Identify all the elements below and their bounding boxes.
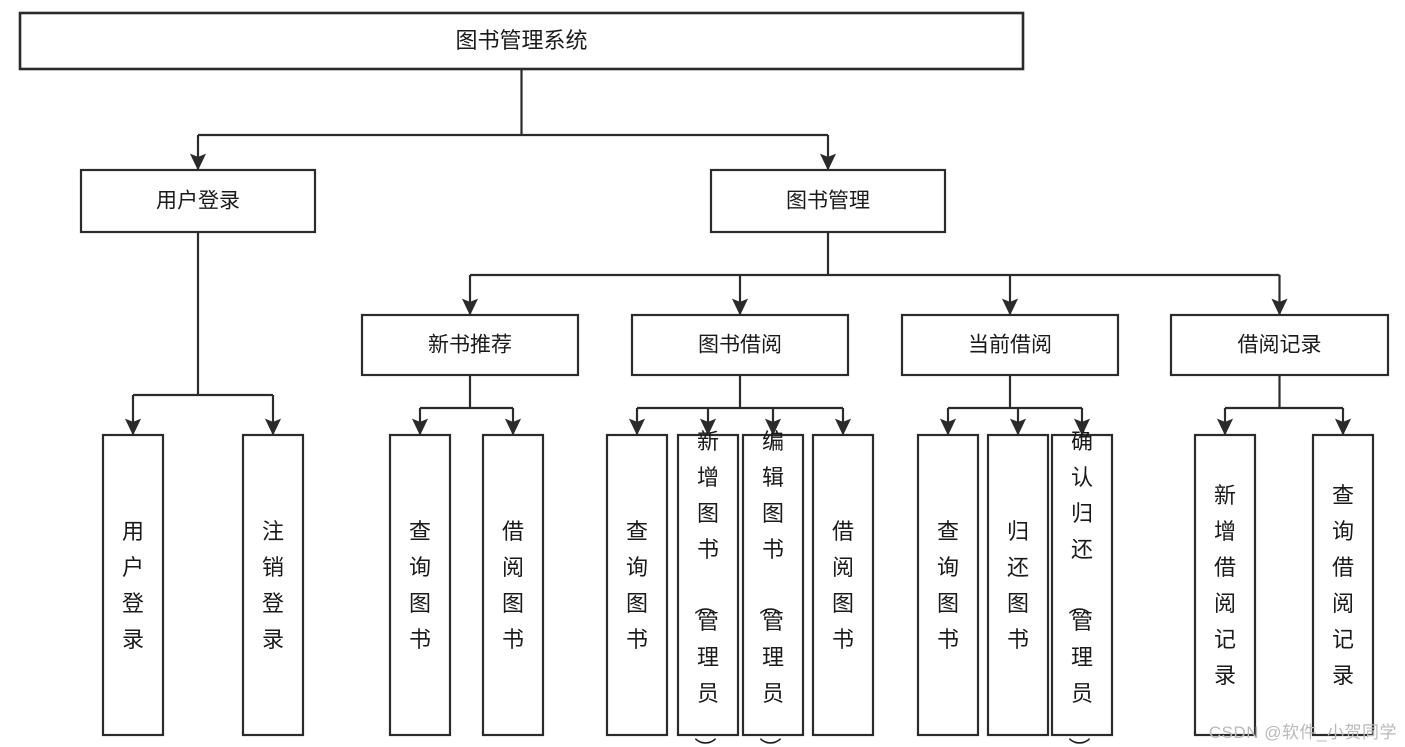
leaf-node-1-rect — [241, 433, 305, 737]
leaf-node-11-rect — [1193, 433, 1257, 737]
root-node[interactable]: 图书管理系统 — [18, 11, 1025, 71]
level2-node-1[interactable]: 图书管理 — [709, 168, 947, 234]
leaf-node-4-label: 查询图书 — [626, 519, 648, 652]
leaf-node-10-label: 确认归还（管理员） — [1066, 429, 1093, 747]
level3-node-1-rect — [630, 313, 850, 377]
leaf-node-5-label: 新增图书（管理员） — [692, 429, 719, 747]
leaf-node-0-rect — [101, 433, 165, 737]
leaf-node-6[interactable]: 编辑图书（管理员） — [741, 429, 805, 747]
level2-node-0[interactable]: 用户登录 — [79, 168, 317, 234]
leaf-node-0[interactable]: 用户登录 — [101, 433, 165, 737]
level2-node-0-label: 用户登录 — [156, 190, 240, 213]
leaf-node-9-rect — [986, 433, 1050, 737]
level3-node-1[interactable]: 图书借阅 — [630, 313, 850, 377]
leaf-node-11-label: 新增借阅记录 — [1214, 483, 1236, 688]
leaf-node-6-label: 编辑图书（管理员） — [757, 429, 784, 747]
root-node-rect — [18, 11, 1025, 71]
leaf-node-10[interactable]: 确认归还（管理员） — [1050, 429, 1114, 747]
level3-node-3-rect — [1169, 313, 1390, 377]
leaf-node-7-rect — [811, 433, 875, 737]
level3-node-0-rect — [360, 313, 580, 377]
leaf-node-2[interactable]: 查询图书 — [388, 433, 452, 737]
leaf-node-5-rect — [676, 433, 740, 737]
leaf-node-4-rect — [605, 433, 669, 737]
level3-node-2-label: 当前借阅 — [968, 334, 1052, 357]
leaf-node-0-label: 用户登录 — [122, 519, 144, 652]
leaf-node-1[interactable]: 注销登录 — [241, 433, 305, 737]
level2-node-1-label: 图书管理 — [786, 190, 870, 213]
leaf-node-9-label: 归还图书 — [1007, 519, 1029, 652]
leaf-node-12-rect — [1311, 433, 1375, 737]
csdn-watermark: CSDN @软件_小贺同学 — [1208, 723, 1397, 742]
leaf-node-10-rect — [1050, 433, 1114, 737]
level3-node-0[interactable]: 新书推荐 — [360, 313, 580, 377]
leaf-node-9[interactable]: 归还图书 — [986, 433, 1050, 737]
leaf-node-2-rect — [388, 433, 452, 737]
leaf-node-8[interactable]: 查询图书 — [916, 433, 980, 737]
leaf-node-3-label: 借阅图书 — [502, 519, 524, 652]
leaf-node-8-rect — [916, 433, 980, 737]
root-node-label: 图书管理系统 — [455, 28, 587, 53]
level3-node-0-label: 新书推荐 — [428, 334, 512, 357]
leaf-node-3-rect — [481, 433, 545, 737]
leaf-node-11[interactable]: 新增借阅记录 — [1193, 433, 1257, 737]
node-layer: 图书管理系统用户登录图书管理新书推荐图书借阅当前借阅借阅记录用户登录注销登录查询… — [18, 11, 1390, 747]
leaf-node-2-label: 查询图书 — [409, 519, 431, 652]
level3-node-2[interactable]: 当前借阅 — [900, 313, 1120, 377]
leaf-node-12[interactable]: 查询借阅记录 — [1311, 433, 1375, 737]
leaf-node-7[interactable]: 借阅图书 — [811, 433, 875, 737]
edge-layer — [124, 69, 1352, 436]
leaf-node-8-label: 查询图书 — [937, 519, 959, 652]
leaf-node-12-label: 查询借阅记录 — [1332, 483, 1354, 688]
level3-node-1-label: 图书借阅 — [698, 334, 782, 357]
leaf-node-3[interactable]: 借阅图书 — [481, 433, 545, 737]
level3-node-3-label: 借阅记录 — [1238, 334, 1322, 357]
leaf-node-5[interactable]: 新增图书（管理员） — [676, 429, 740, 747]
level2-node-0-rect — [79, 168, 317, 234]
leaf-node-7-label: 借阅图书 — [832, 519, 854, 652]
level3-node-3[interactable]: 借阅记录 — [1169, 313, 1390, 377]
leaf-node-1-label: 注销登录 — [262, 519, 284, 652]
level3-node-2-rect — [900, 313, 1120, 377]
leaf-node-6-rect — [741, 433, 805, 737]
level2-node-1-rect — [709, 168, 947, 234]
leaf-node-4[interactable]: 查询图书 — [605, 433, 669, 737]
